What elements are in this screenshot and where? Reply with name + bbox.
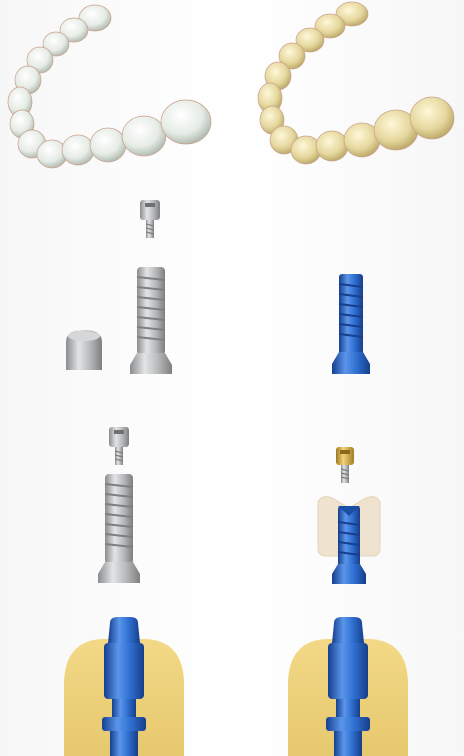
white-dental-arch <box>0 0 232 175</box>
titanium-abutment-screw-top <box>136 198 164 240</box>
titanium-temporary-abutment-top <box>126 265 176 377</box>
crown-shell-with-blue-abutment <box>312 492 386 588</box>
right-stone-model-with-analog <box>284 615 412 756</box>
gold-abutment-screw <box>332 445 358 485</box>
titanium-abutment-screw-lower <box>105 425 133 467</box>
left-stone-model-with-analog <box>60 615 188 756</box>
titanium-temporary-abutment-lower <box>94 472 144 586</box>
titanium-healing-cap <box>62 328 106 374</box>
gold-dental-arch <box>232 0 464 175</box>
blue-temporary-abutment <box>328 272 374 378</box>
